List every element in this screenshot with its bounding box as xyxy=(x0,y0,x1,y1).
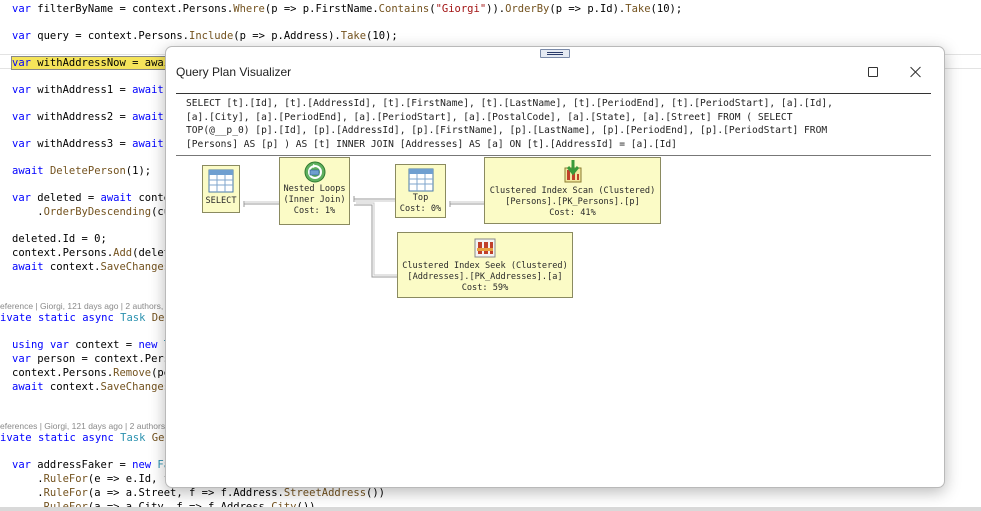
node-label: Clustered Index Scan (Clustered) xyxy=(489,186,656,196)
node-sublabel: (Inner Join) xyxy=(283,195,346,205)
sql-query-text: SELECT [t].[Id], [t].[AddressId], [t].[F… xyxy=(186,98,833,150)
plan-node-nested-loops[interactable]: Nested Loops (Inner Join) Cost: 1% xyxy=(279,157,350,225)
arrow-seek-to-nested xyxy=(354,204,397,278)
plan-node-clustered-index-scan[interactable]: Clustered Index Scan (Clustered) [Person… xyxy=(484,157,661,224)
code-line[interactable]: var addressFaker = new Fa xyxy=(12,459,171,471)
node-cost: Cost: 1% xyxy=(293,206,336,216)
close-icon xyxy=(909,66,921,78)
node-cost: Cost: 41% xyxy=(549,208,596,218)
code-line[interactable]: var person = context.Pers xyxy=(12,353,171,365)
code-line[interactable]: ivate static async Task Del xyxy=(0,312,171,324)
code-line[interactable]: var withAddressNow = awai xyxy=(10,56,172,70)
code-line[interactable]: context.Persons.Add(delet xyxy=(12,247,171,259)
node-cost: Cost: 59% xyxy=(461,283,509,293)
node-sublabel: [Persons].[PK_Persons].[p] xyxy=(505,197,640,207)
code-line[interactable]: var deleted = await conte xyxy=(12,192,171,204)
execution-plan-diagram: SELECT Nested Loops (Inner Join) Cost: 1… xyxy=(166,157,944,307)
codelens-info[interactable]: eferences | Giorgi, 121 days ago | 2 aut… xyxy=(0,421,166,431)
maximize-icon xyxy=(868,67,878,77)
close-button[interactable] xyxy=(899,59,931,85)
code-line[interactable]: .OrderByDescending(cu xyxy=(12,206,171,218)
code-line[interactable]: context.Persons.Remove(pe xyxy=(12,367,171,379)
code-line[interactable]: var withAddress3 = await xyxy=(12,138,164,150)
sql-query-panel[interactable]: SELECT [t].[Id], [t].[AddressId], [t].[F… xyxy=(176,93,931,156)
plan-node-clustered-index-seek[interactable]: Clustered Index Seek (Clustered) [Addres… xyxy=(397,232,573,298)
query-plan-dialog: Query Plan Visualizer SELECT [t].[Id], [… xyxy=(165,46,945,488)
node-label: Top xyxy=(412,193,429,203)
code-line[interactable]: deleted.Id = 0; xyxy=(12,233,107,245)
code-line[interactable]: var query = context.Persons.Include(p =>… xyxy=(12,30,398,42)
code-line[interactable]: await DeletePerson(1); xyxy=(12,165,152,177)
maximize-button[interactable] xyxy=(857,59,889,85)
select-table-icon xyxy=(208,169,234,193)
node-label: SELECT xyxy=(205,196,237,206)
code-line[interactable]: var withAddress1 = await xyxy=(12,84,164,96)
horizontal-scrollbar[interactable] xyxy=(0,507,981,511)
code-line[interactable]: .RuleFor(e => e.Id, f xyxy=(12,473,171,485)
code-line[interactable]: await context.SaveChanges xyxy=(12,261,171,273)
clustered-index-seek-icon xyxy=(474,238,496,258)
code-line[interactable]: ivate static async Task Gen xyxy=(0,432,171,444)
code-line[interactable]: using var context = new T xyxy=(12,339,170,351)
clustered-index-scan-icon xyxy=(564,160,581,183)
top-table-icon xyxy=(408,168,433,192)
node-cost: Cost: 0% xyxy=(399,204,442,214)
dialog-title: Query Plan Visualizer xyxy=(176,65,292,79)
plan-node-select[interactable]: SELECT xyxy=(202,165,240,213)
node-sublabel: [Addresses].[PK_Addresses].[a] xyxy=(407,272,563,282)
drag-handle-icon[interactable] xyxy=(540,49,570,58)
code-line[interactable]: var filterByName = context.Persons.Where… xyxy=(12,3,683,15)
code-line[interactable]: .RuleFor(a => a.Street, f => f.Address.S… xyxy=(12,487,385,499)
code-line[interactable]: await context.SaveChanges xyxy=(12,381,171,393)
node-label: Clustered Index Seek (Clustered) xyxy=(402,261,568,271)
code-line[interactable]: var withAddress2 = await xyxy=(12,111,164,123)
codelens-info[interactable]: eference | Giorgi, 121 days ago | 2 auth… xyxy=(0,301,164,311)
code-line[interactable]: .RuleFor(a => a.City, f => f.Address.Cit… xyxy=(12,501,316,511)
node-label: Nested Loops xyxy=(283,184,346,194)
nested-loops-icon xyxy=(304,161,325,183)
plan-node-top[interactable]: Top Cost: 0% xyxy=(395,164,446,218)
plan-connectors xyxy=(243,196,484,278)
